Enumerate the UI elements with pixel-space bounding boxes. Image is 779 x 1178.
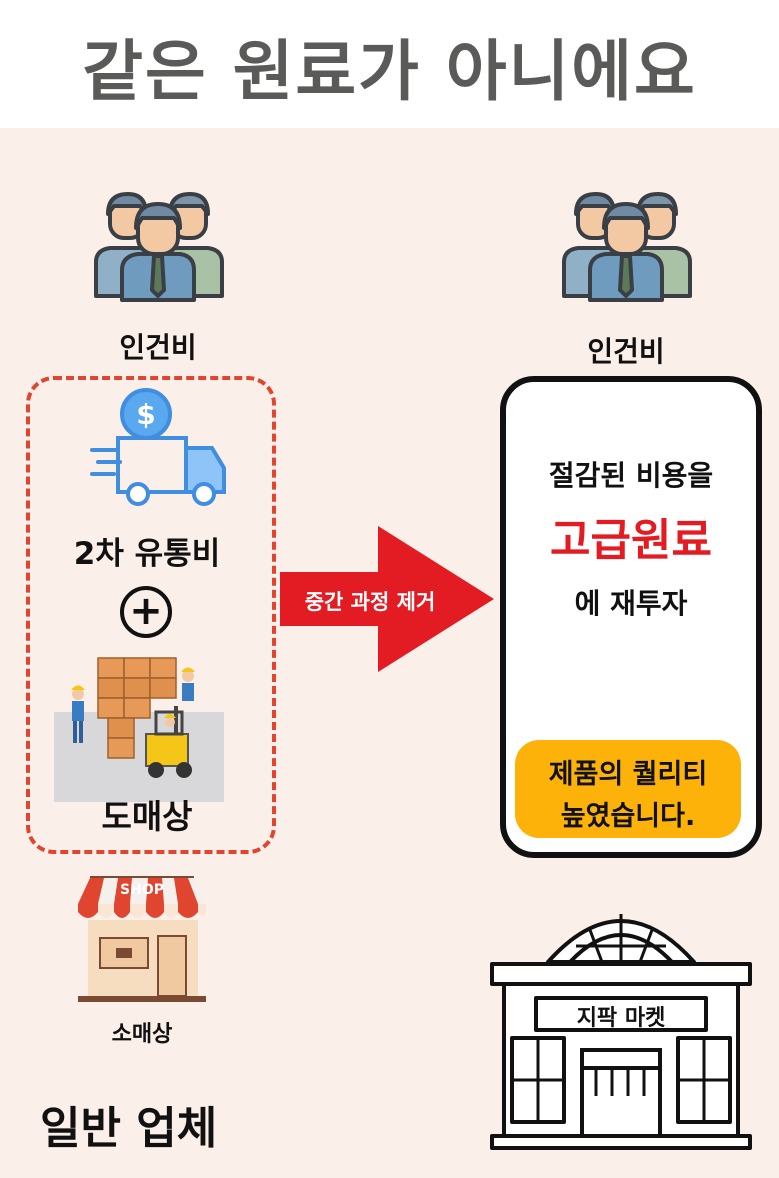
market-building-icon — [490, 914, 752, 1150]
people-icon — [94, 192, 224, 302]
right-labor-cost-label: 인건비 — [587, 335, 665, 368]
quality-badge — [515, 740, 741, 838]
svg-text:$: $ — [136, 398, 155, 431]
people-icon — [562, 192, 692, 302]
distribution-costs-box — [26, 376, 276, 854]
quality-line2: 높였습니다. — [560, 801, 696, 832]
distribution-cost-label: 2차 유통비 — [73, 536, 221, 572]
reinvest-text: 에 재투자 — [574, 587, 688, 620]
general-company-label: 일반 업체 — [40, 1103, 218, 1154]
left-labor-cost-label: 인건비 — [119, 331, 197, 364]
market-sign-text: 지팍 마켓 — [576, 1006, 666, 1031]
retailer-label: 소매상 — [111, 1022, 173, 1047]
premium-ingredient-text: 고급원료 — [550, 515, 712, 566]
plus-icon: + — [120, 586, 172, 638]
shop-icon — [78, 876, 206, 1002]
delivery-truck-icon: $ — [90, 388, 226, 506]
shop-sign-text: SHOP — [120, 882, 164, 898]
warehouse-workers-icon — [71, 657, 195, 778]
quality-line1: 제품의 퀄리티 — [548, 759, 708, 790]
arrow-right-icon — [280, 526, 494, 672]
page-title: 같은 원료가 아니에요 — [82, 33, 697, 110]
saved-cost-text: 절감된 비용을 — [548, 459, 714, 492]
wholesaler-label: 도매상 — [101, 797, 193, 836]
header-bar — [0, 0, 779, 128]
arrow-label: 중간 과정 제거 — [304, 590, 436, 614]
